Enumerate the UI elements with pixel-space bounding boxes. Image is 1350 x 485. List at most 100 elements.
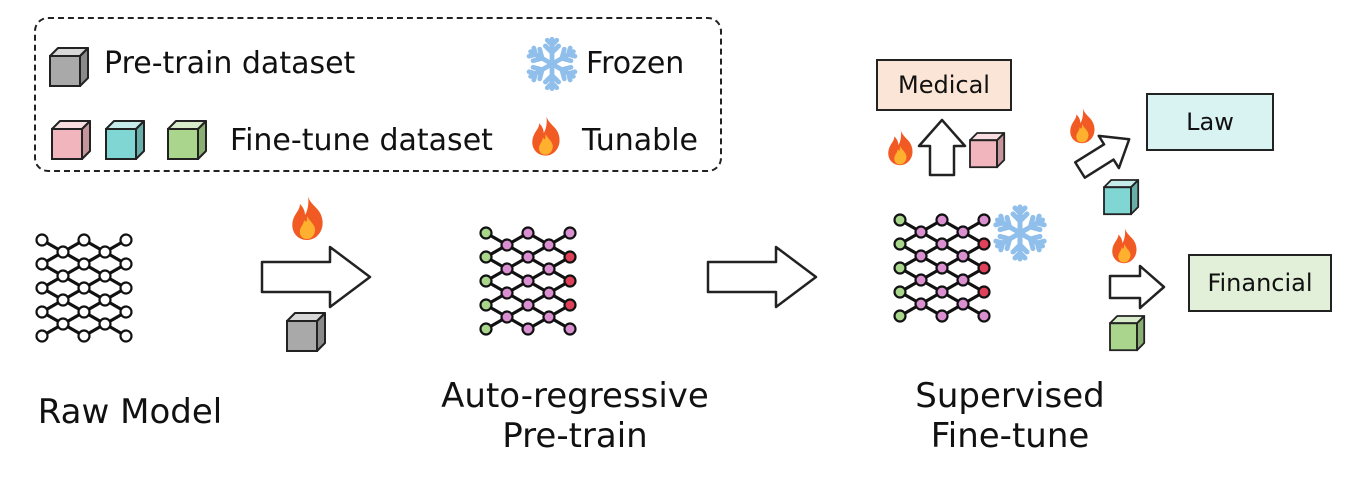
network-node — [56, 317, 70, 331]
network-node — [500, 286, 514, 300]
medical-arrow-icon — [917, 118, 967, 177]
network-node — [77, 257, 91, 271]
network-node — [521, 274, 535, 288]
network-node — [893, 285, 907, 299]
pretrain-title-line1: Auto-regressive — [441, 376, 709, 416]
network-node — [542, 286, 556, 300]
network-node — [119, 233, 133, 247]
legend-pink-cube-icon — [51, 120, 91, 160]
pretrain-network-icon — [479, 226, 577, 336]
network-node — [479, 322, 493, 336]
legend-flame-icon — [532, 116, 560, 156]
legend-gray-cube-icon — [49, 47, 89, 87]
network-node — [56, 269, 70, 283]
law-arrow-icon — [1073, 134, 1131, 179]
financial-label: Financial — [1207, 269, 1313, 297]
network-node — [500, 238, 514, 252]
network-node — [35, 329, 49, 343]
legend-frozen-label: Frozen — [586, 46, 685, 81]
pretrain-gray-cube-icon — [286, 312, 326, 352]
network-node — [521, 298, 535, 312]
medical-flame-icon — [888, 130, 913, 166]
network-node — [98, 317, 112, 331]
network-node — [956, 225, 970, 239]
network-node — [521, 226, 535, 240]
network-node — [521, 250, 535, 264]
network-node — [935, 237, 949, 251]
financial-arrow-icon — [1108, 264, 1166, 310]
network-node — [521, 322, 535, 336]
network-node — [914, 297, 928, 311]
network-node — [914, 273, 928, 287]
finetune-title-line2: Fine-tune — [930, 416, 1090, 456]
network-node — [542, 262, 556, 276]
network-node — [98, 269, 112, 283]
network-node — [935, 213, 949, 227]
network-node — [563, 250, 577, 264]
finetune-snowflake-icon — [994, 207, 1046, 259]
network-node — [77, 305, 91, 319]
network-node — [77, 329, 91, 343]
network-node — [893, 237, 907, 251]
legend-cyan-cube-icon — [105, 120, 145, 160]
network-node — [935, 261, 949, 275]
financial-box: Financial — [1188, 254, 1332, 312]
network-node — [119, 257, 133, 271]
network-node — [977, 309, 991, 323]
network-node — [956, 249, 970, 263]
finetune-network-icon — [893, 213, 991, 323]
network-node — [914, 249, 928, 263]
network-node — [935, 285, 949, 299]
legend-tunable-label: Tunable — [582, 123, 699, 158]
pretrain-flame-icon — [292, 196, 323, 240]
network-node — [98, 293, 112, 307]
network-node — [956, 273, 970, 287]
law-cyan-cube-icon — [1103, 179, 1140, 216]
network-node — [119, 329, 133, 343]
network-node — [563, 322, 577, 336]
financial-flame-icon — [1112, 228, 1137, 264]
medical-pink-cube-icon — [969, 132, 1006, 169]
network-node — [542, 238, 556, 252]
network-node — [956, 297, 970, 311]
legend-green-cube-icon — [167, 120, 207, 160]
network-node — [977, 285, 991, 299]
network-node — [479, 250, 493, 264]
legend-snowflake-icon — [527, 39, 576, 88]
network-node — [893, 261, 907, 275]
pretrain-arrow-icon — [260, 245, 372, 309]
network-node — [56, 245, 70, 259]
network-node — [977, 237, 991, 251]
network-node — [563, 298, 577, 312]
network-node — [35, 281, 49, 295]
network-node — [500, 262, 514, 276]
raw-model-network-icon — [35, 233, 133, 343]
medical-label: Medical — [898, 71, 990, 99]
network-node — [56, 293, 70, 307]
network-node — [479, 274, 493, 288]
raw-model-title: Raw Model — [37, 392, 223, 432]
legend-pretrain-label: Pre-train dataset — [104, 46, 356, 81]
pretrain-title: Auto-regressive Pre-train — [410, 376, 740, 456]
network-node — [977, 261, 991, 275]
finetune-title: Supervised Fine-tune — [880, 376, 1140, 456]
network-node — [563, 226, 577, 240]
financial-green-cube-icon — [1109, 315, 1146, 352]
legend-box — [34, 17, 722, 172]
network-node — [893, 309, 907, 323]
network-node — [479, 226, 493, 240]
law-flame-icon — [1070, 108, 1095, 144]
network-node — [935, 309, 949, 323]
network-node — [479, 298, 493, 312]
network-node — [893, 213, 907, 227]
pretrain-title-line2: Pre-train — [502, 416, 648, 456]
finetune-title-line1: Supervised — [915, 376, 1105, 416]
network-node — [35, 233, 49, 247]
stage-arrow-icon — [706, 245, 818, 309]
network-node — [563, 274, 577, 288]
legend-finetune-label: Fine-tune dataset — [230, 123, 493, 158]
network-node — [35, 257, 49, 271]
network-node — [77, 281, 91, 295]
